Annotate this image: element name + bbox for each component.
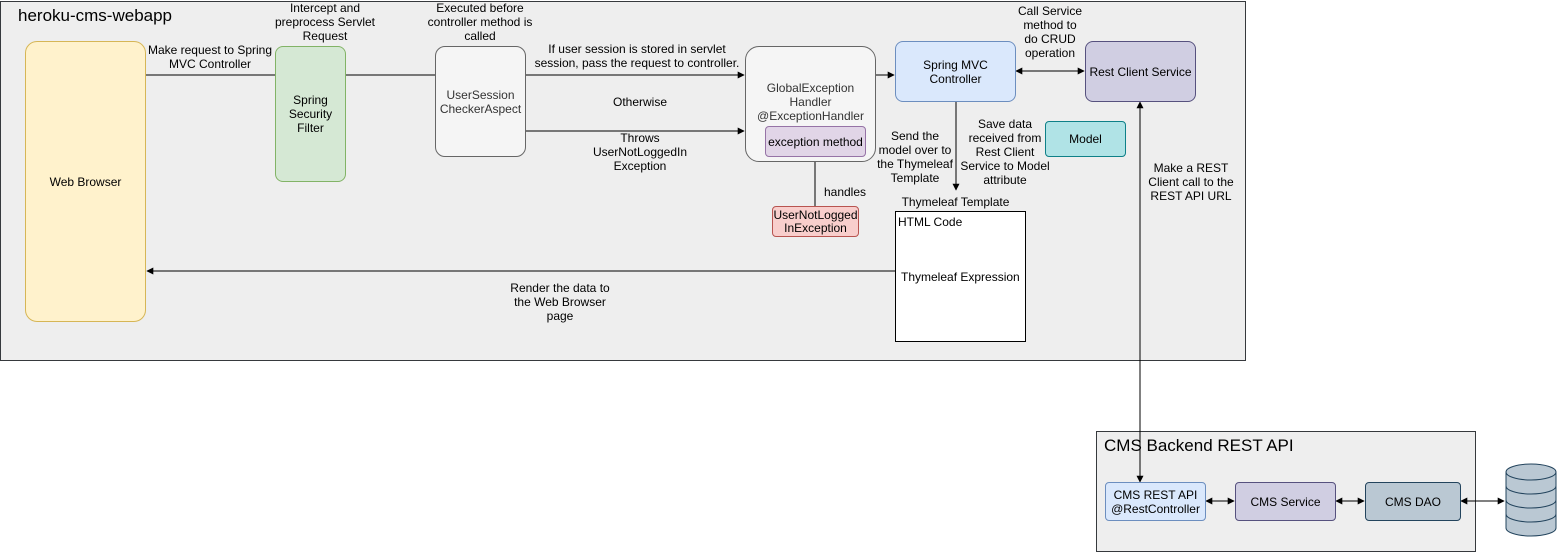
intercept-label: Intercept and preprocess Servlet Request (274, 1, 376, 43)
spring-mvc-controller-node: Spring MVC Controller (895, 41, 1016, 102)
if-session-label: If user session is stored in servlet ses… (534, 42, 740, 70)
exception-method-label: exception method (768, 134, 863, 149)
call-service-label: Call Service method to do CRUD operation (1017, 4, 1083, 60)
make-rest-call-label: Make a REST Client call to the REST API … (1148, 161, 1234, 203)
rest-client-service-node: Rest Client Service (1085, 41, 1196, 102)
otherwise-label: Otherwise (612, 95, 668, 109)
handles-label: handles (823, 185, 867, 199)
make-request-label: Make request to Spring MVC Controller (147, 43, 273, 71)
spring-security-filter-label: Spring Security Filter (288, 93, 333, 135)
spring-mvc-controller-label: Spring MVC Controller (923, 57, 988, 86)
web-browser-label: Web Browser (49, 174, 122, 189)
exception-method-node: exception method (765, 126, 866, 157)
user-session-checker-node: UserSession CheckerAspect (435, 46, 526, 157)
user-session-checker-label: UserSession CheckerAspect (439, 87, 522, 116)
cms-rest-api-label: CMS REST API @RestController (1111, 487, 1200, 516)
webapp-group-title: heroku-cms-webapp (18, 6, 173, 25)
model-label: Model (1069, 132, 1102, 146)
executed-before-label: Executed before controller method is cal… (427, 1, 533, 43)
user-not-logged-exception-label: UserNotLogged InException (773, 207, 858, 235)
webapp-group (0, 1, 1246, 361)
model-node: Model (1045, 121, 1126, 157)
spring-security-filter-node: Spring Security Filter (275, 46, 346, 182)
save-data-label: Save data received from Rest Client Serv… (960, 117, 1050, 187)
thymeleaf-template-node: HTML Code Thymeleaf Expression (895, 211, 1026, 342)
cms-rest-api-node: CMS REST API @RestController (1105, 482, 1206, 521)
global-exception-handler-label: GlobalException Handler @ExceptionHandle… (757, 81, 864, 123)
cms-service-label: CMS Service (1250, 494, 1321, 509)
cms-dao-label: CMS DAO (1384, 494, 1441, 509)
send-model-label: Send the model over to the Thymeleaf Tem… (877, 129, 953, 185)
html-code-label: HTML Code (898, 215, 963, 229)
thymeleaf-expression-label: Thymeleaf Expression (901, 270, 1020, 284)
render-data-label: Render the data to the Web Browser page (510, 281, 610, 323)
rest-client-service-label: Rest Client Service (1089, 64, 1192, 79)
cms-dao-node: CMS DAO (1365, 482, 1461, 521)
web-browser-node: Web Browser (25, 41, 146, 322)
backend-group-title: CMS Backend REST API (1104, 436, 1294, 455)
throws-label: Throws UserNotLoggedIn Exception (592, 131, 688, 173)
user-not-logged-exception-node: UserNotLogged InException (772, 206, 859, 237)
cms-service-node: CMS Service (1235, 482, 1336, 521)
database-icon (1505, 463, 1557, 537)
thymeleaf-template-title: Thymeleaf Template (901, 195, 1010, 209)
